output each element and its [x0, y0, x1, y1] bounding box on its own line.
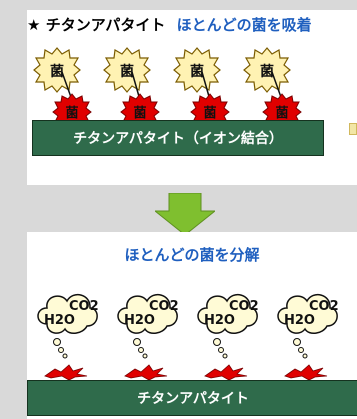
- red-bacterium-3: 菌: [190, 93, 230, 131]
- yellow-bacteria-row: 菌 菌 菌 菌: [33, 47, 291, 93]
- splat-1: [44, 364, 88, 381]
- down-arrow-icon: [155, 193, 215, 235]
- cloud-bubble-2: H2O CO2: [117, 293, 179, 359]
- co2-label: CO2: [309, 299, 339, 314]
- yellow-bacterium-2: 菌: [103, 47, 151, 93]
- red-bacterium-1: 菌: [52, 93, 92, 131]
- yellow-bacterium-1: 菌: [33, 47, 81, 93]
- yellow-bacterium-4: 菌: [243, 47, 291, 93]
- bacteria-label: 菌: [50, 63, 64, 80]
- top-header: ★ チタンアパタイト ほとんどの菌を吸着: [27, 14, 357, 35]
- yellow-bacterium-3: 菌: [173, 47, 221, 93]
- bottom-panel: ほとんどの菌を分解 H2O CO2 H2O CO2: [27, 232, 357, 419]
- top-panel: ★ チタンアパタイト ほとんどの菌を吸着 菌 菌 菌: [27, 10, 357, 185]
- splat-4: [284, 364, 328, 381]
- bacteria-label: 菌: [120, 63, 134, 80]
- bacteria-label: 菌: [203, 105, 216, 121]
- h2o-label: H2O: [44, 313, 75, 328]
- bacteria-label: 菌: [65, 105, 78, 121]
- bacteria-label: 菌: [275, 105, 288, 121]
- titanium-apatite-plate: チタンアパタイト: [27, 380, 357, 416]
- top-header-prefix: チタンアパタイト: [45, 16, 166, 34]
- red-bacterium-4: 菌: [262, 93, 302, 131]
- bacteria-label: 菌: [133, 105, 146, 121]
- top-header-suffix: ほとんどの菌を吸着: [176, 16, 312, 34]
- h2o-label: H2O: [204, 313, 235, 328]
- thought-bubbles: H2O CO2 H2O CO2 H2O CO2: [37, 293, 339, 359]
- splat-3: [204, 364, 248, 381]
- co2-label: CO2: [229, 299, 259, 314]
- red-bacteria-row: 菌 菌 菌 菌: [52, 93, 302, 131]
- cloud-bubble-3: H2O CO2: [197, 293, 259, 359]
- splat-2: [124, 364, 168, 381]
- bacteria-label: 菌: [260, 63, 274, 80]
- marker-box: [349, 123, 357, 135]
- titanium-apatite-plate: チタンアパタイト（イオン結合）: [32, 120, 324, 156]
- red-splats-row: [44, 364, 328, 381]
- red-bacterium-2: 菌: [120, 93, 160, 131]
- co2-label: CO2: [69, 299, 99, 314]
- bacteria-label: 菌: [190, 63, 204, 80]
- star-icon: ★: [27, 16, 41, 34]
- h2o-label: H2O: [284, 313, 315, 328]
- co2-label: CO2: [149, 299, 179, 314]
- h2o-label: H2O: [124, 313, 155, 328]
- cloud-bubble-1: H2O CO2: [37, 293, 99, 359]
- bottom-title: ほとんどの菌を分解: [124, 246, 260, 264]
- cloud-bubble-4: H2O CO2: [277, 293, 339, 359]
